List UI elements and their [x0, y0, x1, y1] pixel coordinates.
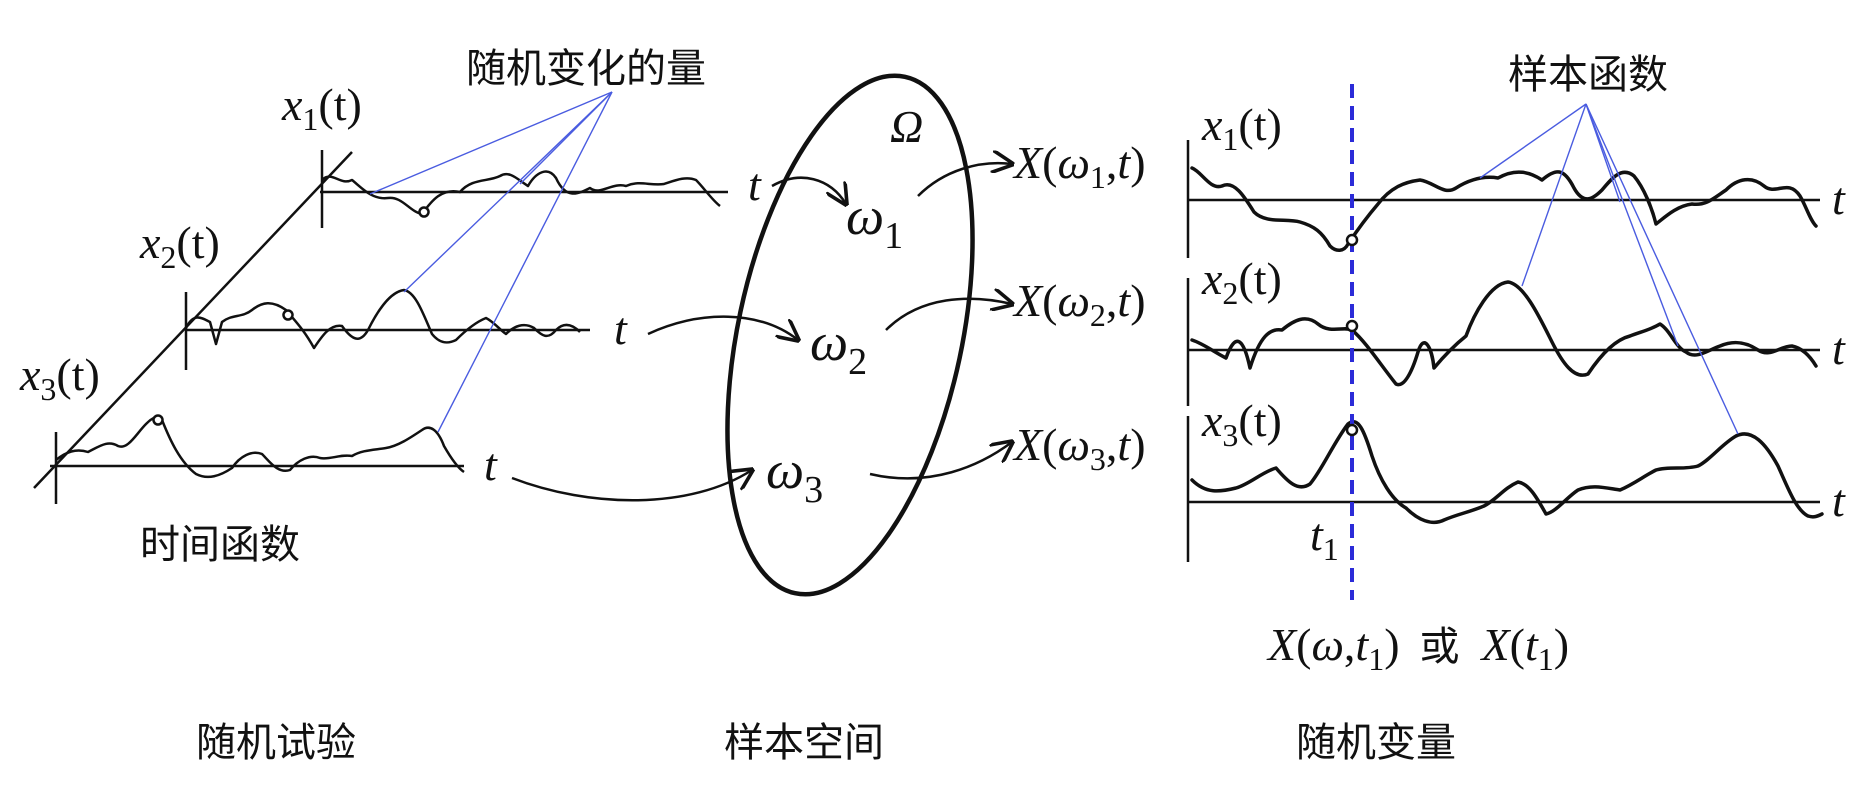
- arrow-t2-to-omega2: [647, 315, 798, 340]
- random-experiment-panel: 随机变化的量 x1(t) x2(t) x3(t) t t t 时间函数 随机试验: [19, 46, 762, 766]
- right-x2-label: x2(t): [1201, 253, 1282, 311]
- x3-time-function: [55, 415, 465, 479]
- sample-function-2: [1190, 280, 1818, 387]
- arrow-t1-to-omega1: [771, 176, 846, 204]
- connector-quantity-3: [403, 91, 613, 293]
- arrow-omega2-to-X2: [885, 299, 1012, 331]
- random-experiment-caption: 随机试验: [196, 720, 356, 766]
- right-x3-label: x3(t): [1201, 395, 1282, 453]
- right-t-label-1: t: [1832, 173, 1846, 224]
- arrow-omega1-to-X1: [917, 163, 1012, 197]
- x3-label: x3(t): [19, 349, 100, 407]
- X2-label: X(ω2,t): [1012, 275, 1146, 333]
- x2-sample-point: [282, 309, 294, 321]
- random-quantity-label: 随机变化的量: [466, 46, 706, 92]
- time-function-label: 时间函数: [140, 522, 300, 568]
- omega-3-label: ω3: [766, 440, 823, 511]
- intersection-point-2: [1345, 319, 1359, 333]
- random-variable-caption: 随机变量: [1296, 720, 1456, 766]
- right-x1-label: x1(t): [1201, 99, 1282, 157]
- arrow-omega3-to-X3: [869, 442, 1012, 480]
- arrow-t3-to-omega3: [511, 470, 752, 502]
- X1-label: X(ω1,t): [1012, 137, 1146, 195]
- connector-quantity-1: [369, 91, 613, 195]
- sample-function-3: [1190, 420, 1824, 525]
- connector-sample-5: [1585, 103, 1739, 435]
- random-variable-panel: X(ω1,t) X(ω2,t) X(ω3,t) x1(t) x2(t) x3(t…: [1012, 52, 1846, 766]
- omega-big-label: Ω: [890, 101, 923, 152]
- x3-sample-point: [152, 414, 164, 426]
- right-t-label-2: t: [1832, 323, 1846, 374]
- connector-sample-3: [1521, 103, 1587, 287]
- x1-sample-point: [418, 206, 430, 218]
- sample-space-caption: 样本空间: [724, 720, 884, 766]
- sample-space-panel: Ω ω1 ω2 ω3 样本空间: [511, 73, 1014, 766]
- x1-time-function: [321, 170, 721, 216]
- x2-label: x2(t): [139, 217, 220, 275]
- sample-space-ellipse: [725, 73, 975, 597]
- sample-function-1: [1190, 166, 1818, 252]
- omega-2-label: ω2: [810, 312, 867, 383]
- x1-label: x1(t): [281, 79, 362, 137]
- t-label-x1: t: [748, 159, 762, 210]
- intersection-point-3: [1345, 423, 1359, 437]
- X3-label: X(ω3,t): [1012, 419, 1146, 477]
- connector-quantity-4: [437, 91, 613, 433]
- t-label-x2: t: [614, 303, 628, 354]
- x2-time-function: [184, 288, 581, 350]
- omega-1-label: ω1: [846, 186, 903, 257]
- intersection-point-1: [1345, 233, 1359, 247]
- connector-sample-1: [1479, 103, 1587, 179]
- sample-function-label: 样本函数: [1508, 52, 1668, 98]
- connector-sample-4: [1585, 103, 1679, 347]
- t-label-x3: t: [484, 439, 498, 490]
- right-t-label-3: t: [1832, 475, 1846, 526]
- t1-label: t1: [1310, 509, 1339, 567]
